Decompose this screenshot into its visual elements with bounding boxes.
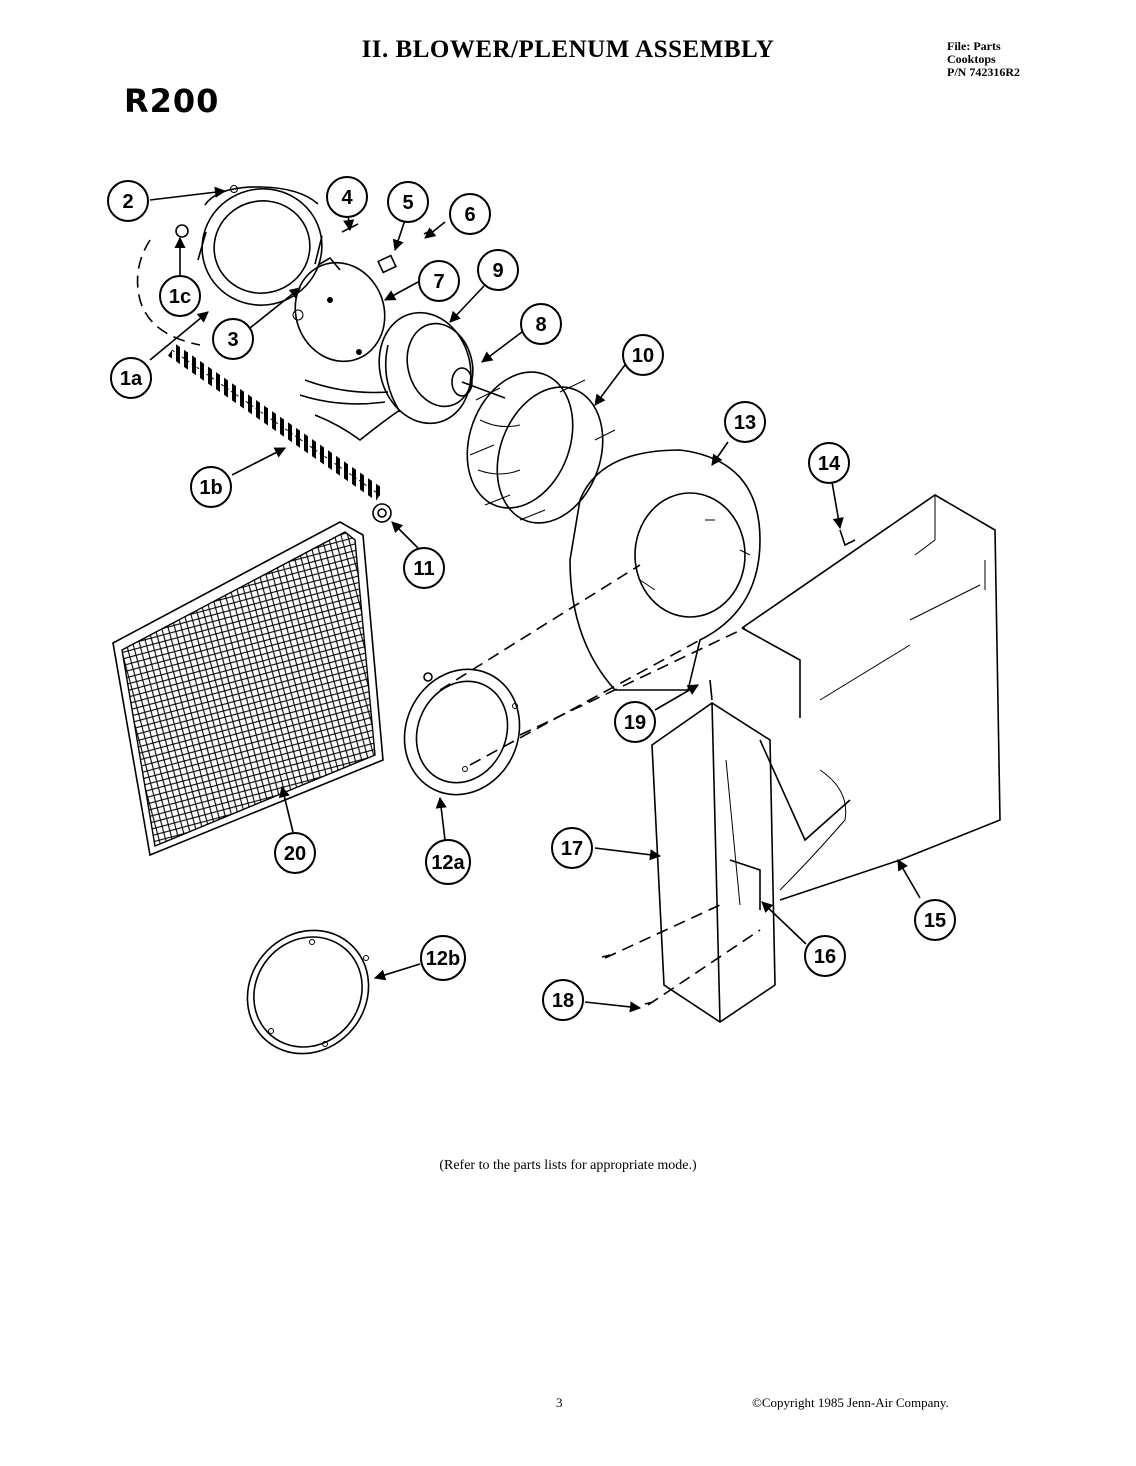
callout-1c: 1c [159,275,201,317]
callout-12b: 12b [420,935,466,981]
callout-20: 20 [274,832,316,874]
callout-label: 9 [492,260,503,282]
callout-label: 14 [818,453,841,475]
callout-10: 10 [622,334,664,376]
callout-1a: 1a [110,357,152,399]
callout-label: 1b [199,477,222,499]
part-gasket-12a [403,668,521,796]
callout-label: 12a [431,852,465,874]
callout-label: 11 [413,558,434,580]
callout-label: 17 [561,838,583,860]
callout-1b: 1b [190,466,232,508]
part-grease-filter [112,521,384,857]
assembly-line [647,929,761,1006]
part-blower-wheel [466,371,616,524]
callout-13: 13 [724,401,766,443]
callout-11: 11 [403,547,445,589]
callout-label: 16 [814,946,836,968]
callout-label: 15 [924,910,946,932]
callout-8: 8 [520,303,562,345]
callout-label: 1c [169,286,191,308]
part-housing-dashed-arc [136,239,201,346]
part-bushing-5 [377,254,397,274]
part-intake-ring [197,185,323,306]
callout-label: 19 [624,712,646,734]
part-clip-1c [175,224,189,238]
callout-label: 3 [227,329,238,351]
callout-7: 7 [418,260,460,302]
callout-label: 10 [632,345,654,367]
page-number: 3 [556,1395,563,1410]
callout-label: 20 [284,843,306,865]
part-motor-bracket [292,256,386,363]
callout-16: 16 [804,935,846,977]
assembly-line [469,639,701,766]
part-plenum-box [741,494,1001,901]
callout-12a: 12a [425,839,471,885]
diagram-caption: (Refer to the parts lists for appropriat… [439,1158,697,1173]
callout-label: 13 [734,412,756,434]
assembly-line [519,627,746,736]
callout-label: 6 [464,204,475,226]
model-number: R200 [124,82,220,120]
callout-18: 18 [542,979,584,1021]
file-info-line: File: Parts [947,39,1001,53]
part-ring-12b [246,929,370,1055]
file-info-line: P/N 742316R2 [947,65,1020,79]
assembly-line [439,564,641,691]
callout-9: 9 [477,249,519,291]
callout-label: 5 [402,192,413,214]
callout-17: 17 [551,827,593,869]
part-front-panel [651,679,776,1023]
file-info-line: Cooktops [947,52,996,66]
callout-5: 5 [387,181,429,223]
part-scroll-housing [569,449,761,691]
file-info: File: Parts Cooktops P/N 742316R2 [947,40,1020,79]
part-screw-18 [601,954,611,958]
assembly-line [604,904,721,959]
callout-15: 15 [914,899,956,941]
callout-3: 3 [212,318,254,360]
callout-label: 8 [535,314,546,336]
callout-6: 6 [449,193,491,235]
callout-19: 19 [614,701,656,743]
callout-label: 2 [122,191,133,213]
part-screw-18 [644,1001,654,1005]
leader-lines [149,186,921,1013]
part-nut [372,503,392,523]
callout-label: 1a [120,368,143,390]
copyright-notice: ©Copyright 1985 Jenn-Air Company. [752,1395,949,1410]
page-title: II. BLOWER/PLENUM ASSEMBLY [361,36,775,63]
callout-label: 12b [426,948,460,970]
callout-14: 14 [808,442,850,484]
callout-4: 4 [326,176,368,218]
part-blower-motor [299,311,506,442]
callout-label: 4 [341,187,353,209]
callout-label: 18 [552,990,574,1012]
callout-label: 7 [433,271,444,293]
callout-2: 2 [107,180,149,222]
